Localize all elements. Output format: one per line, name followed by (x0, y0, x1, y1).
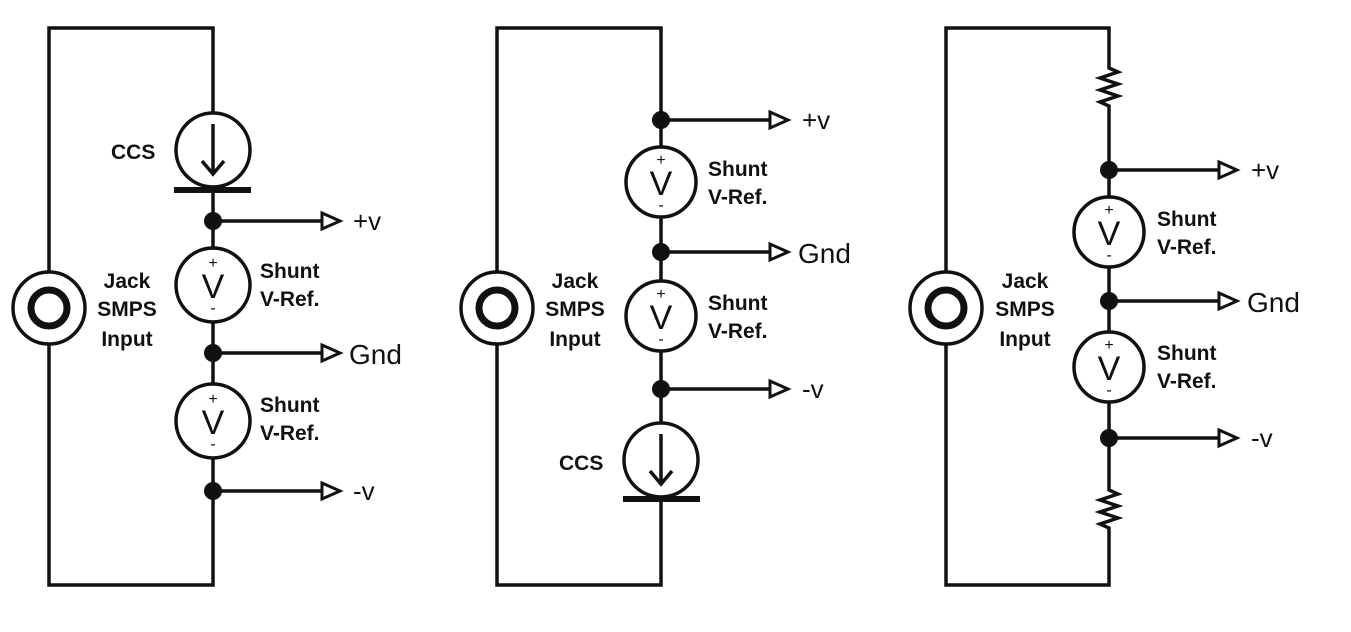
shunt-vref-lower: + V - Shunt V-Ref. (1072, 330, 1217, 404)
ccs-label: CCS (559, 452, 603, 475)
input-label: Input (999, 328, 1050, 351)
plus-sign: + (1104, 337, 1113, 354)
voltage-symbol: V (650, 165, 673, 203)
output-pos: +v (204, 206, 381, 236)
minus-sign: - (658, 331, 663, 348)
output-pos: +v (652, 105, 830, 135)
jack-label: Jack (552, 270, 599, 293)
pos-rail-label: +v (802, 105, 830, 135)
shunt-label: Shunt (1157, 208, 1216, 231)
ccs-label: CCS (111, 141, 155, 164)
shunt-label: Shunt (708, 292, 767, 315)
jack-connector: Jack SMPS Input (11, 270, 157, 351)
minus-sign: - (210, 300, 215, 317)
gnd-rail-label: Gnd (1247, 287, 1300, 318)
shunt-vref-lower: + V - Shunt V-Ref. (624, 279, 768, 353)
neg-rail-label: -v (802, 374, 824, 404)
circuit-resistor: Jack SMPS Input + V - Shunt V-Ref. + V -… (908, 26, 1300, 587)
shunt-vref-upper: + V - Shunt V-Ref. (624, 145, 768, 219)
plus-sign: + (656, 286, 665, 303)
ccs-source: CCS (559, 421, 700, 502)
shunt-vref-upper: + V - Shunt V-Ref. (174, 246, 320, 324)
plus-sign: + (208, 255, 217, 272)
input-label: Input (101, 328, 152, 351)
gnd-rail-label: Gnd (798, 238, 851, 269)
minus-sign: - (658, 197, 663, 214)
jack-label: Jack (1002, 270, 1049, 293)
output-pos: +v (1100, 155, 1279, 185)
smps-label: SMPS (97, 298, 157, 321)
circuit-ccs-bottom: Jack SMPS Input + V - Shunt V-Ref. + V -… (459, 26, 851, 587)
voltage-symbol: V (650, 299, 673, 337)
shunt-label: Shunt (708, 158, 767, 181)
output-neg: -v (652, 374, 824, 404)
shunt-label: Shunt (260, 394, 319, 417)
jack-connector: Jack SMPS Input (908, 270, 1055, 351)
smps-label: SMPS (995, 298, 1055, 321)
minus-sign: - (1106, 382, 1111, 399)
jack-connector: Jack SMPS Input (459, 270, 605, 351)
vref-label: V-Ref. (1157, 370, 1217, 393)
ccs-source: CCS (111, 111, 252, 193)
voltage-symbol: V (202, 404, 225, 442)
minus-sign: - (1106, 247, 1111, 264)
neg-rail-label: -v (353, 476, 375, 506)
output-neg: -v (1100, 423, 1273, 453)
shunt-vref-lower: + V - Shunt V-Ref. (174, 382, 320, 460)
circuit-ccs-top: CCS Jack SMPS Input + V - Shunt V-Ref. +… (11, 26, 402, 587)
pos-rail-label: +v (1251, 155, 1279, 185)
voltage-symbol: V (202, 268, 225, 306)
output-neg: -v (204, 476, 375, 506)
shunt-vref-upper: + V - Shunt V-Ref. (1072, 195, 1217, 269)
input-label: Input (549, 328, 600, 351)
vref-label: V-Ref. (708, 320, 768, 343)
plus-sign: + (1104, 202, 1113, 219)
resistor-bottom (1094, 486, 1124, 532)
resistor-top (1094, 64, 1124, 110)
voltage-symbol: V (1098, 350, 1121, 388)
plus-sign: + (656, 152, 665, 169)
output-gnd: Gnd (204, 339, 402, 370)
vref-label: V-Ref. (260, 288, 320, 311)
pos-rail-label: +v (353, 206, 381, 236)
gnd-rail-label: Gnd (349, 339, 402, 370)
shunt-label: Shunt (260, 260, 319, 283)
vref-label: V-Ref. (1157, 236, 1217, 259)
output-gnd: Gnd (652, 238, 851, 269)
shunt-label: Shunt (1157, 342, 1216, 365)
vref-label: V-Ref. (260, 422, 320, 445)
plus-sign: + (208, 391, 217, 408)
neg-rail-label: -v (1251, 423, 1273, 453)
output-gnd: Gnd (1100, 287, 1300, 318)
vref-label: V-Ref. (708, 186, 768, 209)
voltage-symbol: V (1098, 215, 1121, 253)
jack-label: Jack (104, 270, 151, 293)
smps-label: SMPS (545, 298, 605, 321)
minus-sign: - (210, 436, 215, 453)
